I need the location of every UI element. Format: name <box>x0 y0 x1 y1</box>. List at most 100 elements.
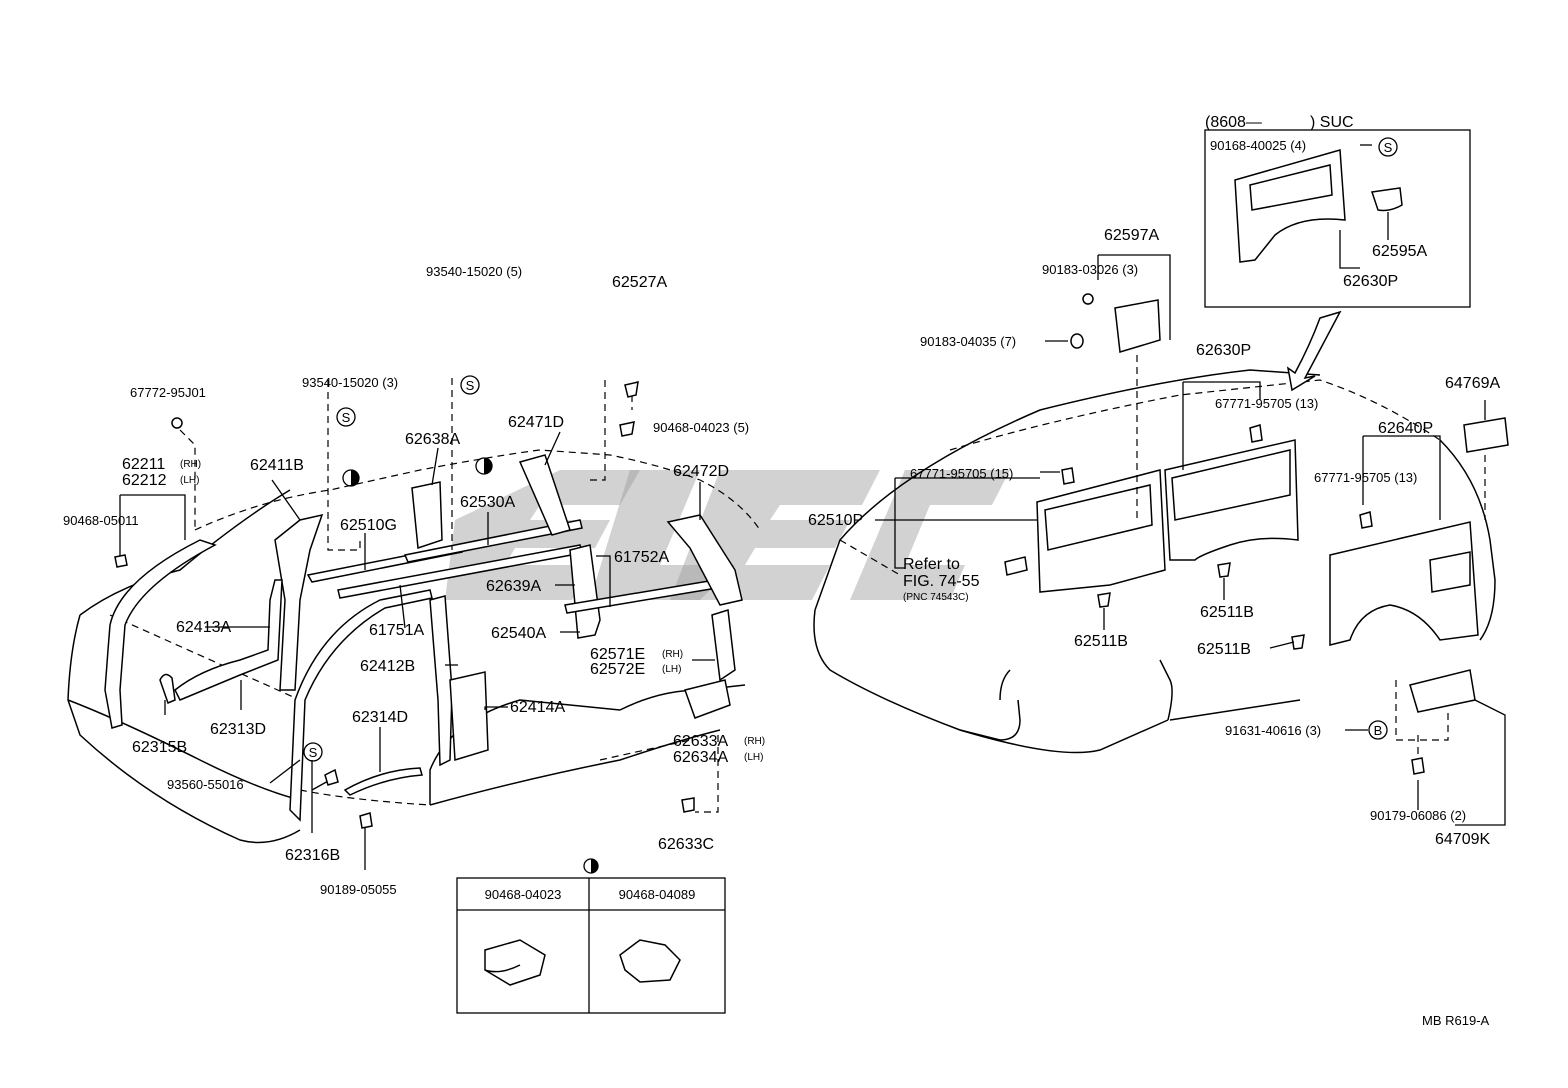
part-62412b <box>429 595 453 767</box>
part-62597a <box>1114 299 1161 353</box>
label-62211-rh: (RH) <box>180 459 201 470</box>
panel-62510p-window <box>1044 484 1153 551</box>
part-62314d <box>289 589 433 822</box>
clip-67772-icon <box>171 417 183 429</box>
label-67771-13a: 67771-95705 (13) <box>1215 396 1318 411</box>
b-symbol: B <box>1368 720 1388 740</box>
svg-text:S: S <box>1384 140 1393 155</box>
label-62595a: 62595A <box>1372 243 1427 260</box>
label-62634a: 62634A <box>673 749 728 766</box>
refer-part-icon <box>1004 556 1028 576</box>
part-62314d-lower <box>343 767 423 796</box>
nut-90183-03026-icon <box>1082 293 1094 305</box>
label-64769a: 64769A <box>1445 375 1500 392</box>
label-62527a: 62527A <box>612 274 667 291</box>
clip-67771-13b-icon <box>1359 511 1373 529</box>
label-90168-40025: 90168-40025 (4) <box>1210 138 1306 153</box>
label-62471d: 62471D <box>508 414 564 431</box>
label-64709k: 64709K <box>1435 831 1490 848</box>
label-67771-15: 67771-95705 (15) <box>910 466 1013 481</box>
label-90468-05011: 90468-05011 <box>63 513 139 528</box>
label-62633a-rh: (RH) <box>744 736 765 747</box>
svg-text:S: S <box>342 410 351 425</box>
panel-62640p <box>1329 521 1479 646</box>
clip-90189-icon <box>359 812 373 829</box>
panel-62640p-window <box>1429 551 1471 593</box>
svg-text:S: S <box>466 378 475 393</box>
suc-inset-box: S <box>1204 129 1471 308</box>
label-67771-13b: 67771-95705 (13) <box>1314 470 1417 485</box>
label-61751a: 61751A <box>369 622 424 639</box>
clip-90468-05011-icon <box>114 554 128 568</box>
clip-62527a-icon <box>624 381 639 398</box>
clip-62511b-2-icon <box>1217 562 1231 578</box>
clip-90468-04023-icon <box>619 421 635 437</box>
label-61752a: 61752A <box>614 549 669 566</box>
part-62633a <box>684 679 731 719</box>
part-62571e <box>711 609 736 682</box>
label-62472d: 62472D <box>673 463 729 480</box>
label-62634a-lh: (LH) <box>744 752 763 763</box>
part-62411b <box>274 513 324 691</box>
right-labels: (8608— ) SUC 90168-40025 (4) 62595A 6263… <box>808 114 1500 848</box>
label-62412b: 62412B <box>360 658 415 675</box>
clip-90468-04089-drawing <box>619 939 681 983</box>
screw-90179-icon <box>1411 757 1425 775</box>
part-62414a <box>449 671 489 761</box>
right-trim-parts <box>1036 299 1509 713</box>
half-circle-symbol-2 <box>475 457 493 475</box>
label-62540a: 62540A <box>491 625 546 642</box>
part-62211-front-pillar <box>104 539 217 729</box>
label-90189-05055: 90189-05055 <box>320 882 397 897</box>
left-leaders <box>119 378 719 870</box>
label-93540-15020-5: 93540-15020 (5) <box>426 264 522 279</box>
label-62414a: 62414A <box>510 699 565 716</box>
right-leaders <box>875 254 1506 826</box>
label-62411b: 62411B <box>250 457 304 474</box>
label-62315b: 62315B <box>132 739 187 756</box>
label-67772-95J01: 67772-95J01 <box>130 385 206 400</box>
label-suc-prefix: (8608— <box>1205 114 1262 131</box>
clip-62316b-icon <box>324 768 339 786</box>
clip-table-col2: 90468-04089 <box>619 887 696 902</box>
label-62510g: 62510G <box>340 517 397 534</box>
inset-part-62595a <box>1371 187 1403 212</box>
left-vehicle-body <box>67 449 761 844</box>
clip-67771-13a-icon <box>1249 424 1263 443</box>
svg-text:B: B <box>1374 723 1383 738</box>
part-64709k <box>1409 669 1476 713</box>
nut-90183-04035-icon <box>1070 333 1084 349</box>
label-62572e-lh: (LH) <box>662 664 681 675</box>
label-refer-2: FIG. 74-55 <box>903 573 980 590</box>
right-vehicle-body <box>813 369 1496 754</box>
label-62639a: 62639A <box>486 578 541 595</box>
label-62511b-1: 62511B <box>1074 633 1128 650</box>
label-62211: 62211 <box>122 456 165 473</box>
part-62471d <box>518 454 571 536</box>
half-circle-symbol-1 <box>342 469 360 487</box>
part-64769a <box>1463 417 1509 453</box>
label-62316b: 62316B <box>285 847 340 864</box>
label-62630p: 62630P <box>1196 342 1251 359</box>
label-62597a: 62597A <box>1104 227 1159 244</box>
inset-panel-window <box>1249 164 1333 211</box>
s-symbol-1: S <box>336 407 356 427</box>
label-62314d: 62314D <box>352 709 408 726</box>
clip-67771-15-icon <box>1061 467 1075 485</box>
label-90179-06086: 90179-06086 (2) <box>1370 808 1466 823</box>
clip-62511b-3-icon <box>1291 634 1305 650</box>
part-62530a <box>403 519 583 563</box>
label-62212: 62212 <box>122 472 167 489</box>
s-symbol-2: S <box>460 375 480 395</box>
label-90183-03026: 90183-03026 (3) <box>1042 262 1138 277</box>
panel-62630p-window <box>1171 449 1291 521</box>
label-62510p: 62510P <box>808 512 863 529</box>
label-62633a: 62633A <box>673 733 728 750</box>
svg-text:S: S <box>309 745 318 760</box>
right-fasteners <box>1004 293 1425 775</box>
label-refer-1: Refer to <box>903 556 960 573</box>
left-fasteners <box>114 381 695 829</box>
label-62530a: 62530A <box>460 494 515 511</box>
label-91631-40616: 91631-40616 (3) <box>1225 723 1321 738</box>
label-62212-lh: (LH) <box>180 475 199 486</box>
